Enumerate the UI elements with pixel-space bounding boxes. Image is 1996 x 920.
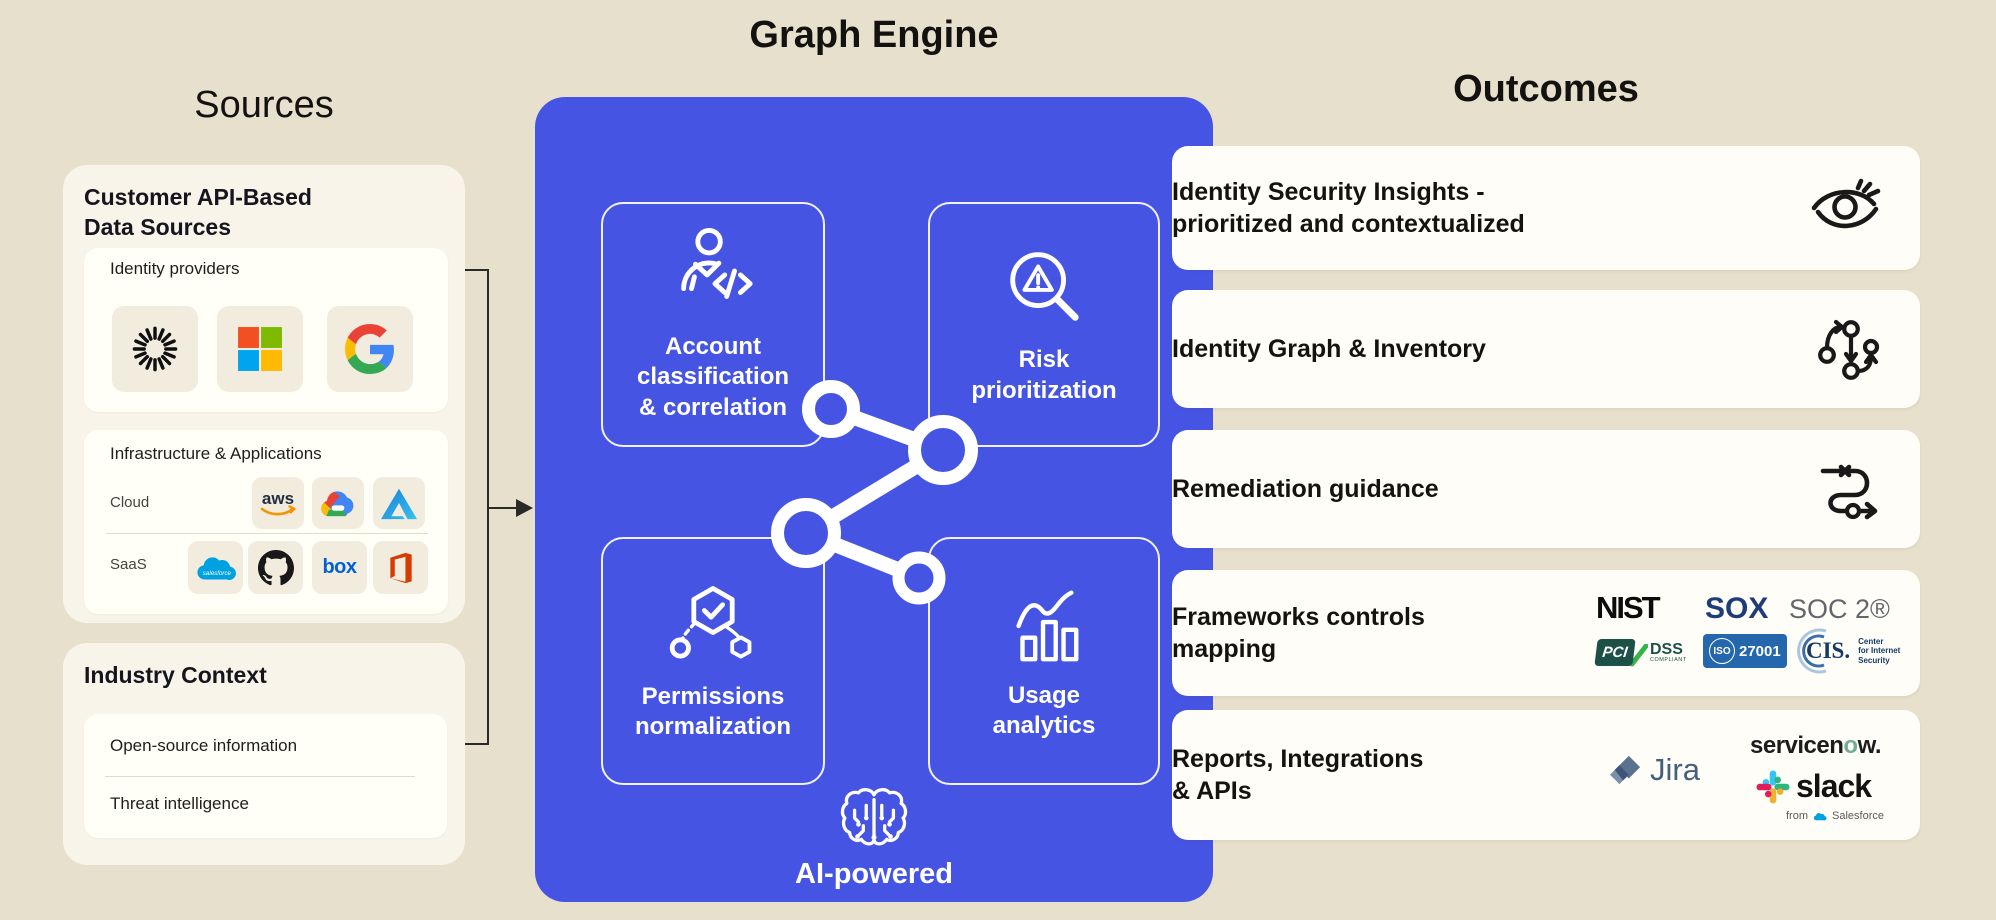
outcome-card-identity-graph-inventory: Identity Graph & Inventory bbox=[1172, 290, 1920, 408]
outcome-card-identity-security-insights: Identity Security Insights - prioritized… bbox=[1172, 146, 1920, 270]
outcomes-title: Outcomes bbox=[1453, 68, 1639, 110]
bar-chart-icon bbox=[1016, 590, 1079, 661]
iso-number: 27001 bbox=[1739, 642, 1781, 660]
slack-word: slack bbox=[1796, 768, 1872, 804]
soc2-logo: SOC 2® bbox=[1789, 594, 1890, 624]
engine-tile-risk-prioritization: Risk prioritization bbox=[928, 202, 1160, 447]
outcome-title: Frameworks controls mapping bbox=[1172, 603, 1425, 663]
customer-card-title: Customer API-Based Data Sources bbox=[84, 184, 312, 240]
outcome-card-frameworks-mapping: Frameworks controls mapping NIST SOX SOC… bbox=[1172, 570, 1920, 696]
github-icon bbox=[257, 549, 294, 585]
route-icon bbox=[1820, 464, 1878, 520]
user-code-icon bbox=[681, 227, 753, 299]
ai-powered-label: AI-powered bbox=[795, 858, 953, 890]
outcome-title: Identity Security Insights - prioritized… bbox=[1172, 178, 1525, 238]
engine-tile-label: Permissions normalization bbox=[634, 682, 791, 740]
microsoft-logo-tile bbox=[217, 306, 303, 392]
iso-27001-logo: ISO 27001 bbox=[1703, 634, 1787, 668]
engine-tile-permissions-normalization: Permissions normalization bbox=[601, 537, 825, 785]
engine-tile-label: Account classification & correlation bbox=[636, 332, 790, 421]
servicenow-logo: servicenow. bbox=[1750, 732, 1882, 760]
from-text: from bbox=[1786, 810, 1808, 822]
infra-divider bbox=[106, 533, 428, 534]
risk-magnifier-icon bbox=[1010, 252, 1079, 321]
cis-arcs-icon bbox=[1797, 628, 1827, 674]
industry-context-title: Industry Context bbox=[84, 662, 267, 688]
outcome-title: Remediation guidance bbox=[1172, 475, 1439, 503]
google-icon bbox=[345, 324, 394, 374]
pci-dss-logo: PCI DSS COMPLIANT bbox=[1594, 636, 1687, 668]
salesforce-cloud-icon bbox=[1813, 812, 1827, 820]
aws-logo-tile: aws bbox=[252, 477, 304, 529]
engine-tile-label: Risk prioritization bbox=[971, 346, 1117, 404]
industry-item-threat-intel: Threat intelligence bbox=[110, 794, 249, 813]
office-logo-tile bbox=[373, 541, 428, 594]
brain-icon bbox=[840, 788, 908, 846]
servicenow-text-a: servicen bbox=[1750, 732, 1844, 759]
cloud-row-label: Cloud bbox=[110, 494, 150, 511]
pci-badge: PCI bbox=[1594, 638, 1636, 666]
connector-top-line bbox=[465, 269, 487, 271]
connector-bottom-line bbox=[465, 743, 487, 745]
salesforce-text: Salesforce bbox=[1832, 810, 1884, 822]
azure-icon bbox=[381, 488, 417, 520]
iso-badge-circle: ISO bbox=[1709, 638, 1735, 664]
cis-caption: Center for Internet Security bbox=[1858, 636, 1901, 665]
infrastructure-label: Infrastructure & Applications bbox=[110, 444, 322, 463]
engine-tile-account-classification: Account classification & correlation bbox=[601, 202, 825, 447]
connector-arrow-line bbox=[487, 507, 518, 509]
identity-providers-label: Identity providers bbox=[110, 259, 240, 278]
salesforce-logo-tile: salesforce bbox=[188, 541, 243, 594]
box-logo-tile: box bbox=[312, 541, 367, 594]
connector-arrowhead-icon bbox=[516, 499, 533, 517]
jira-word: Jira bbox=[1650, 752, 1700, 787]
google-cloud-logo-tile bbox=[312, 477, 364, 529]
servicenow-text-o: o bbox=[1843, 732, 1858, 759]
jira-icon bbox=[1610, 755, 1641, 785]
industry-item-open-source: Open-source information bbox=[110, 736, 298, 755]
google-cloud-icon bbox=[321, 490, 354, 516]
okta-logo-tile bbox=[112, 306, 198, 392]
servicenow-text-b: w. bbox=[1857, 732, 1882, 759]
hexagon-check-icon bbox=[669, 585, 752, 659]
outcome-card-reports-integrations-apis: Reports, Integrations & APIs Jira servic… bbox=[1172, 710, 1920, 840]
identity-graph-icon bbox=[1818, 319, 1880, 380]
sources-title: Sources bbox=[194, 84, 334, 126]
slack-logo: slack bbox=[1756, 768, 1872, 805]
dss-text: DSS bbox=[1650, 640, 1683, 658]
outcome-title: Identity Graph & Inventory bbox=[1172, 335, 1486, 363]
outcome-title: Reports, Integrations & APIs bbox=[1172, 745, 1424, 805]
pci-compliant-text: COMPLIANT bbox=[1650, 656, 1687, 663]
engine-tile-label: Usage analytics bbox=[992, 681, 1096, 739]
eye-icon bbox=[1811, 178, 1881, 229]
okta-icon bbox=[132, 326, 178, 372]
saas-row-label: SaaS bbox=[110, 556, 147, 573]
outcome-card-remediation-guidance: Remediation guidance bbox=[1172, 430, 1920, 548]
nist-logo: NIST bbox=[1596, 590, 1661, 625]
azure-logo-tile bbox=[373, 477, 425, 529]
slack-hash-icon bbox=[1756, 769, 1790, 804]
slack-from-salesforce: from Salesforce bbox=[1786, 810, 1884, 822]
engine-tile-usage-analytics: Usage analytics bbox=[928, 537, 1160, 785]
aws-icon: aws bbox=[260, 489, 296, 516]
salesforce-logo-text: salesforce bbox=[202, 570, 231, 577]
salesforce-icon: salesforce bbox=[196, 556, 236, 580]
jira-logo: Jira bbox=[1610, 752, 1700, 788]
github-logo-tile bbox=[248, 541, 303, 594]
box-logo-text: box bbox=[322, 556, 357, 578]
microsoft-icon bbox=[238, 327, 282, 371]
cis-word: CIS. bbox=[1806, 638, 1851, 663]
cis-logo: CIS. Center for Internet Security bbox=[1792, 628, 1900, 674]
aws-logo-text: aws bbox=[262, 489, 294, 508]
google-logo-tile bbox=[327, 306, 413, 392]
office-icon bbox=[389, 552, 412, 583]
network-graph-icon bbox=[771, 380, 978, 605]
sox-logo: SOX bbox=[1705, 592, 1769, 625]
industry-divider bbox=[105, 776, 415, 777]
graph-engine-title: Graph Engine bbox=[749, 14, 999, 56]
